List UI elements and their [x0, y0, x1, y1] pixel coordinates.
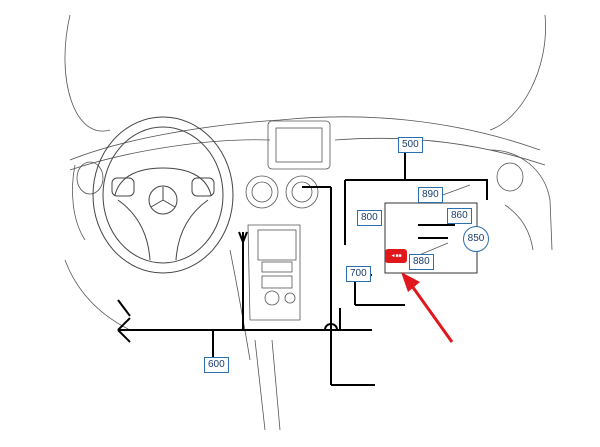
steering-wheel — [92, 116, 234, 274]
label-860: 860 — [447, 208, 472, 224]
windshield-outline-right — [489, 14, 546, 131]
label-500: 500 — [398, 137, 423, 153]
label-890: 890 — [418, 187, 443, 203]
label-880: 880 — [409, 254, 434, 270]
center-console — [247, 224, 301, 321]
display-screen — [267, 120, 331, 170]
three-pointed-star-icon — [148, 185, 178, 215]
label-600: 600 — [204, 357, 229, 373]
label-700: 700 — [346, 266, 371, 282]
label-800: 800 — [357, 210, 382, 226]
windshield-outline — [64, 14, 111, 132]
red-tag: ◄■■ — [385, 249, 407, 263]
label-850: 850 — [463, 226, 489, 252]
pointer-arrow — [401, 272, 454, 343]
dashboard-top — [69, 116, 541, 161]
